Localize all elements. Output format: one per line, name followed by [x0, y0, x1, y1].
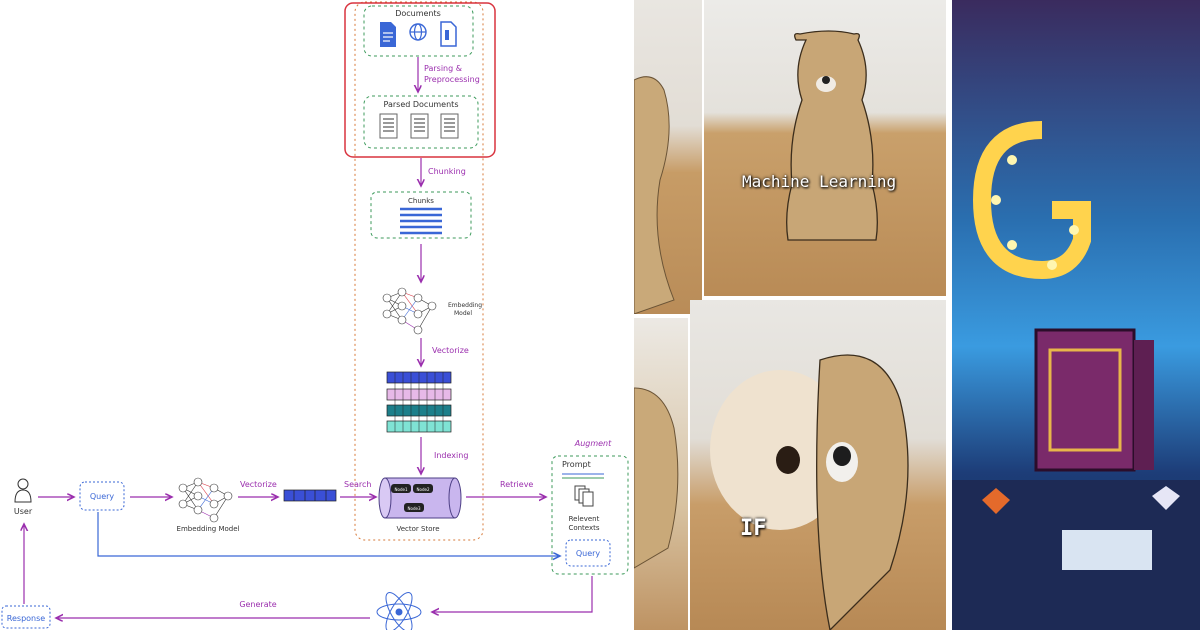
parsed-documents-label: Parsed Documents: [384, 100, 459, 109]
llm-atom-icon: [376, 592, 422, 630]
chunks-lines-icon: [400, 207, 442, 235]
cardboard-dog-cutout: [786, 30, 878, 241]
user-label: User: [14, 507, 33, 516]
indexing-label: Indexing: [434, 451, 468, 460]
machine-learning-caption: Machine Learning: [742, 172, 897, 191]
generate-label: Generate: [239, 600, 276, 609]
indexing-pipeline-container: [354, 1, 484, 541]
vectorize-label-top: Vectorize: [432, 346, 469, 355]
documents-label: Documents: [395, 9, 441, 18]
response-box: [1, 605, 51, 629]
pixel-art-scene: [952, 121, 1200, 630]
real-dog-photo: IF: [690, 300, 946, 630]
embedding-model-label-top-2: Model: [454, 310, 472, 317]
relevant-contexts-label-1: Relevent: [569, 515, 600, 523]
search-label: Search: [344, 480, 371, 489]
cardboard-dog-photo: Machine Learning: [704, 0, 946, 296]
cardboard-edge-photo-bottom: [634, 318, 688, 630]
pixel-art-rag-book-image: [952, 0, 1200, 630]
chunking-label: Chunking: [428, 167, 466, 176]
if-caption: IF: [740, 516, 767, 541]
embedding-model-label-top-1: Embedding: [448, 302, 482, 309]
parsed-doc-icons: [379, 113, 459, 139]
augment-box: [551, 455, 629, 575]
vector-store-cylinder: Node1 Node2 Node3: [378, 477, 462, 519]
augment-query-box: [565, 539, 611, 567]
rag-diagram-panel: Documents Parsing & Preprocessing Parsed…: [1, 1, 629, 630]
query-box: [79, 481, 125, 511]
cardboard-dog-photo-edge-top: [634, 0, 702, 314]
vector-store-label: Vector Store: [396, 525, 439, 533]
cardboard-edge-bottom: [634, 387, 679, 569]
user-icon: [14, 478, 32, 503]
vector-embeddings-icon: [386, 371, 452, 433]
node3-label: Node3: [408, 506, 421, 511]
query-passthrough-arrow: [97, 512, 560, 556]
google-doc-icon: [380, 22, 396, 47]
augment-label: Augment: [574, 439, 612, 448]
retrieve-label: Retrieve: [500, 480, 533, 489]
parsing-label: Parsing &: [424, 64, 462, 73]
bottom-embedding-model-neural-net-icon: [178, 477, 233, 523]
relevant-contexts-label-2: Contexts: [568, 524, 599, 532]
cardboard-cutout-edge: [634, 76, 675, 314]
response-label: Response: [7, 614, 46, 623]
query-vector-icon: [283, 489, 337, 502]
chunks-label: Chunks: [408, 197, 434, 205]
preprocessing-label: Preprocessing: [424, 75, 480, 84]
augment-to-llm-arrow: [432, 576, 593, 612]
node1-label: Node1: [395, 487, 408, 492]
vectorize-label-bottom: Vectorize: [240, 480, 277, 489]
query-label: Query: [90, 492, 115, 501]
prompt-label: Prompt: [562, 460, 591, 469]
globe-icon: [409, 23, 427, 41]
rag-book: [1034, 328, 1136, 472]
marquee-letter: [972, 121, 1091, 280]
node2-label: Node2: [417, 487, 430, 492]
prompt-lines-icon: [562, 473, 604, 479]
embedding-model-neural-net-icon: [382, 287, 437, 335]
documents-box: [363, 5, 474, 57]
pdf-file-icon: [440, 21, 457, 47]
context-documents-icon: [574, 485, 594, 507]
ingestion-box: [344, 2, 496, 158]
real-dog-behind-cutout: [710, 354, 909, 630]
parsed-documents-box: [363, 95, 479, 149]
chunks-box: [370, 191, 472, 239]
embedding-model-label: Embedding Model: [177, 525, 240, 533]
augment-query-label: Query: [576, 549, 601, 558]
rag-diagram: Documents Parsing & Preprocessing Parsed…: [1, 1, 629, 630]
paper-on-desk: [1062, 530, 1152, 570]
